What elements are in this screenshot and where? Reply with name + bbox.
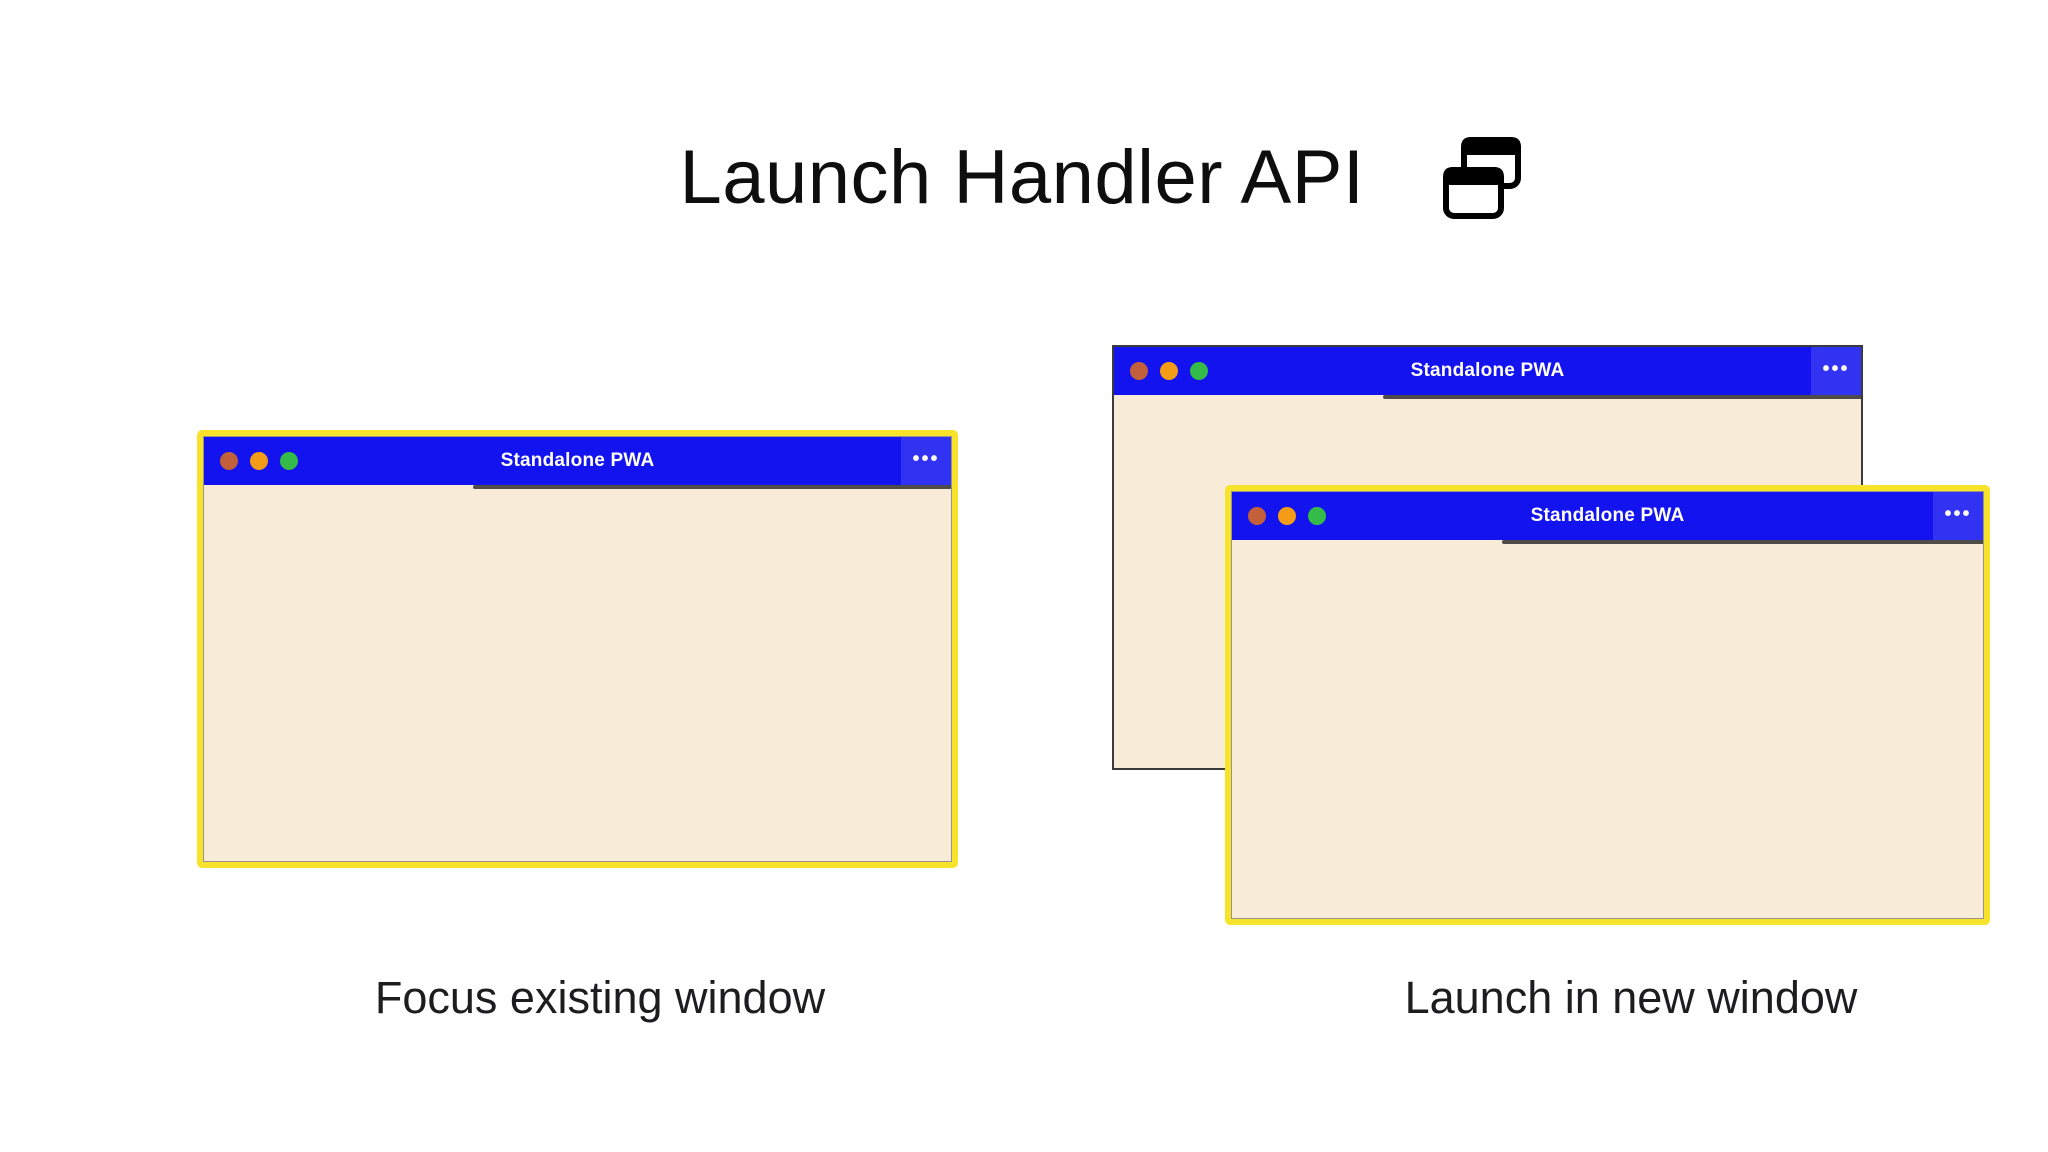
more-menu-button[interactable]: ••• [901,437,951,485]
window-frame: Standalone PWA ••• [203,436,952,862]
traffic-lights [1248,507,1326,525]
more-icon: ••• [1944,503,1972,525]
close-button[interactable] [1130,362,1148,380]
minimize-button[interactable] [250,452,268,470]
more-menu-button[interactable]: ••• [1811,347,1861,395]
close-button[interactable] [220,452,238,470]
maximize-button[interactable] [280,452,298,470]
traffic-lights [220,452,298,470]
page-header: Launch Handler API [76,130,2048,226]
pwa-window-focused-existing: Standalone PWA ••• [197,430,958,868]
pwa-window-new-front: Standalone PWA ••• [1225,485,1990,925]
titlebar-shadow [1382,395,1861,399]
titlebar[interactable]: Standalone PWA ••• [204,437,951,489]
minimize-button[interactable] [1160,362,1178,380]
window-title: Standalone PWA [500,450,655,471]
titlebar-shadow [1502,540,1983,544]
titlebar[interactable]: Standalone PWA ••• [1114,347,1861,399]
window-frame: Standalone PWA ••• [1231,491,1984,919]
more-menu-button[interactable]: ••• [1933,492,1983,540]
maximize-button[interactable] [1308,507,1326,525]
caption-launch-new: Launch in new window [1404,972,1858,1023]
traffic-lights [1130,362,1208,380]
page-title: Launch Handler API [679,135,1365,220]
minimize-button[interactable] [1278,507,1296,525]
maximize-button[interactable] [1190,362,1208,380]
window-title: Standalone PWA [1530,505,1685,526]
window-content [1232,540,1983,918]
close-button[interactable] [1248,507,1266,525]
more-icon: ••• [1822,358,1850,380]
more-icon: ••• [912,448,940,470]
window-content [204,485,951,861]
window-title: Standalone PWA [1410,360,1565,381]
titlebar-shadow [472,485,951,489]
overlapping-windows-icon [1442,137,1521,219]
caption-focus-existing: Focus existing window [374,972,826,1023]
titlebar[interactable]: Standalone PWA ••• [1232,492,1983,544]
